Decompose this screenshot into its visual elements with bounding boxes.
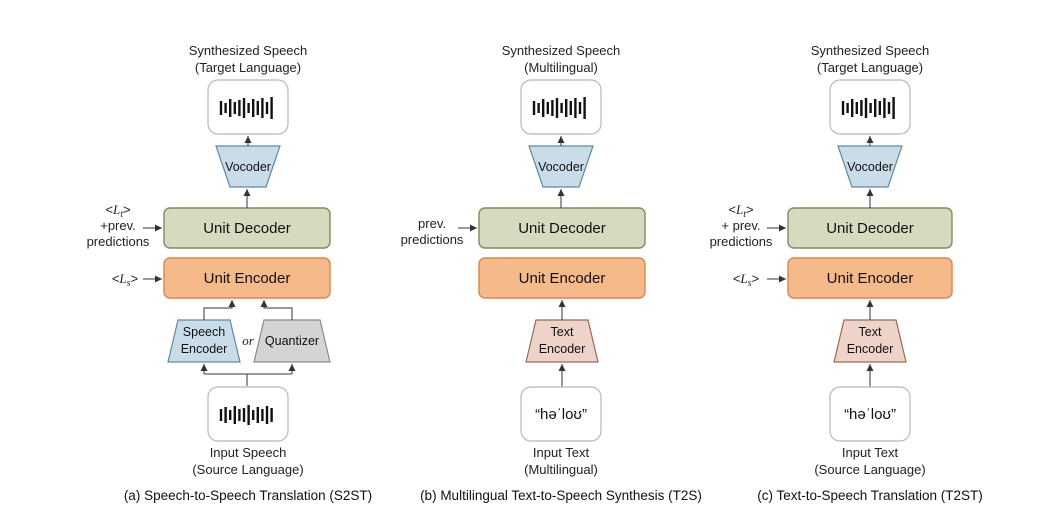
unit-encoder-label: Unit Encoder <box>827 270 914 287</box>
input-text-box <box>829 386 911 442</box>
unit-encoder-label: Unit Encoder <box>204 270 291 287</box>
unit-encoder-block <box>787 257 953 299</box>
or-label: or <box>242 333 255 348</box>
text-encoder-label-1: Text <box>551 325 574 339</box>
unit-decoder-label: Unit Decoder <box>203 220 291 237</box>
speech-encoder-label-1: Speech <box>183 325 225 339</box>
decoder-cond-pred: predictions <box>401 232 464 247</box>
decoder-cond-pred: predictions <box>87 234 150 249</box>
caption: (b) Multilingual Text-to-Speech Synthesi… <box>420 488 702 503</box>
output-title: Synthesized Speech <box>811 43 930 58</box>
caption: (c) Text-to-Speech Translation (T2ST) <box>757 488 983 503</box>
encoder-cond-lang: <Ls> <box>733 271 759 289</box>
input-subtitle: (Multilingual) <box>524 462 598 477</box>
speech-encoder-block <box>167 319 241 363</box>
panel-s2st: Synthesized Speech (Target Language) Voc… <box>87 43 373 503</box>
output-title: Synthesized Speech <box>502 43 621 58</box>
caption: (a) Speech-to-Speech Translation (S2ST) <box>124 488 372 503</box>
panel-t2st: Synthesized Speech (Target Language) Voc… <box>710 43 983 503</box>
speech-encoder-label-2: Encoder <box>181 342 228 356</box>
vocoder-shape <box>215 145 281 188</box>
unit-decoder-label: Unit Decoder <box>518 220 606 237</box>
waveform-icon <box>219 97 273 119</box>
arrow-icon <box>203 300 236 320</box>
input-subtitle: (Source Language) <box>192 462 303 477</box>
vocoder-label: Vocoder <box>225 160 271 174</box>
text-encoder-label-2: Encoder <box>539 342 586 356</box>
waveform-icon <box>219 405 273 425</box>
input-text-box <box>520 386 602 442</box>
vocoder-label: Vocoder <box>847 160 893 174</box>
waveform-icon <box>841 97 895 119</box>
input-title: Input Text <box>842 445 899 460</box>
vocoder-shape <box>528 145 594 188</box>
waveform-icon <box>532 97 586 119</box>
input-text: “həˈloʊ” <box>535 406 587 423</box>
input-title: Input Text <box>533 445 590 460</box>
output-subtitle: (Target Language) <box>195 60 301 75</box>
panel-t2s: Synthesized Speech (Multilingual) Vocode… <box>401 43 702 503</box>
encoder-cond-lang: <Ls> <box>112 271 138 289</box>
decoder-cond-prev: + prev. <box>721 218 760 233</box>
unit-encoder-block <box>163 257 331 299</box>
text-encoder-label-1: Text <box>859 325 882 339</box>
unit-encoder-label: Unit Encoder <box>519 270 606 287</box>
decoder-cond-pred: predictions <box>710 234 773 249</box>
vocoder-label: Vocoder <box>538 160 584 174</box>
unit-decoder-label: Unit Decoder <box>826 220 914 237</box>
quantizer-label: Quantizer <box>265 334 319 348</box>
text-encoder-block <box>833 319 907 363</box>
unit-decoder-block <box>478 207 646 249</box>
output-subtitle: (Target Language) <box>817 60 923 75</box>
decoder-cond-lang: <Lt> <box>105 202 130 220</box>
input-subtitle: (Source Language) <box>814 462 925 477</box>
decoder-cond-prev: +prev. <box>100 218 136 233</box>
output-subtitle: (Multilingual) <box>524 60 598 75</box>
arrow-icon <box>260 300 293 320</box>
input-text: “həˈloʊ” <box>844 406 896 423</box>
input-title: Input Speech <box>210 445 287 460</box>
output-title: Synthesized Speech <box>189 43 308 58</box>
text-encoder-block <box>525 319 599 363</box>
vocoder-shape <box>837 145 903 188</box>
unit-encoder-block <box>478 257 646 299</box>
decoder-cond-lang: <Lt> <box>728 202 753 220</box>
text-encoder-label-2: Encoder <box>847 342 894 356</box>
decoder-cond-prev: prev. <box>418 216 446 231</box>
quantizer-block <box>253 319 331 363</box>
